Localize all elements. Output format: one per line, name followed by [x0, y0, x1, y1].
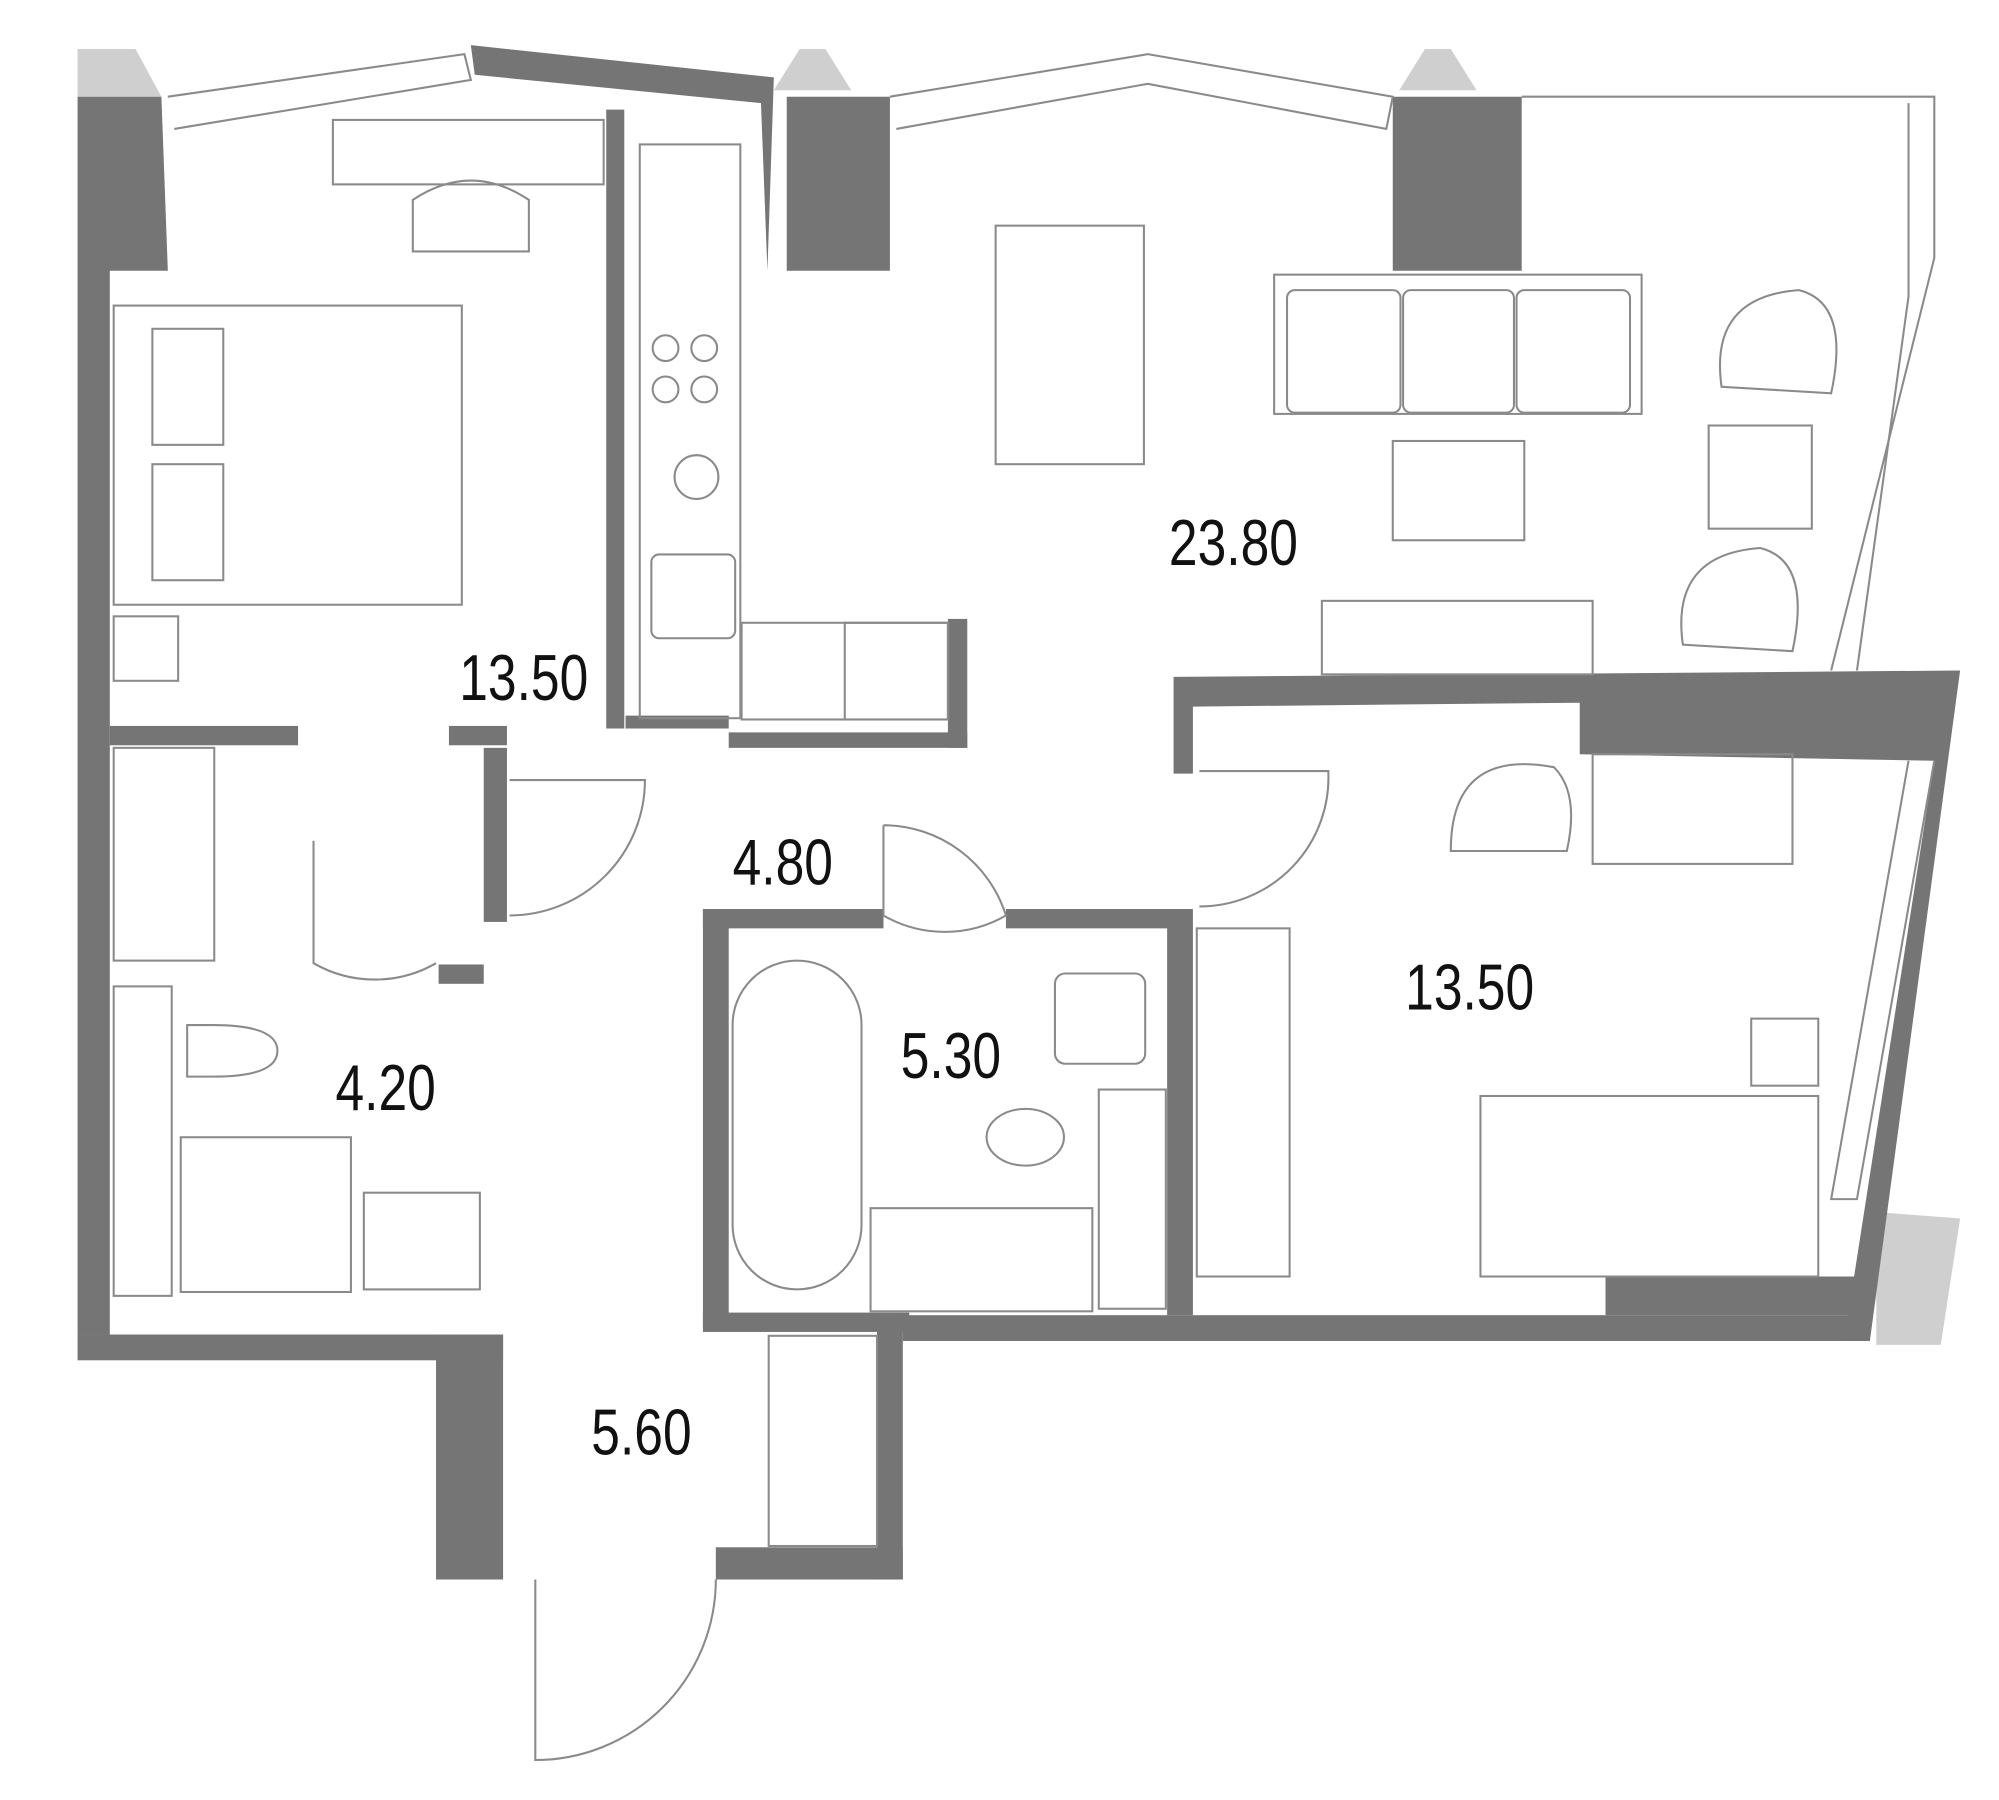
door-icon: [509, 779, 646, 917]
windows: [167, 53, 1936, 1201]
fridge-icon: [843, 621, 949, 721]
sink-icon: [869, 1207, 1094, 1313]
furniture: [112, 118, 1838, 1762]
toilet-icon: [985, 1107, 1066, 1167]
bathtub-icon: [731, 959, 863, 1291]
toilet-icon: [186, 1024, 279, 1078]
area-labels: 13.50 23.80 4.80 13.50 4.20 5.30 5.60: [335, 507, 1534, 1468]
area-hallway: 4.80: [733, 827, 833, 899]
computer-desk-icon: [1591, 753, 1794, 865]
chair-icon: [1449, 763, 1573, 853]
area-entrance-hall: 5.60: [591, 1397, 691, 1469]
sink-icon: [650, 553, 737, 640]
area-bathroom-2: 5.30: [901, 1021, 1001, 1093]
wardrobe-icon: [1195, 927, 1291, 1278]
area-living-kitchen: 23.80: [1169, 507, 1298, 579]
area-bedroom-2: 13.50: [1405, 952, 1534, 1024]
area-bedroom-1: 13.50: [459, 643, 588, 715]
tv-stand-icon: [1320, 599, 1594, 676]
armchair-icon: [1719, 289, 1838, 395]
dining-table-icon: [994, 224, 1145, 466]
sink-icon: [362, 1191, 481, 1291]
exterior-columns: [77, 48, 1961, 1345]
wardrobe-icon: [767, 1334, 879, 1548]
entrance-door-icon: [534, 1579, 717, 1762]
shower-icon: [179, 1136, 352, 1294]
washing-machine-icon: [1053, 972, 1147, 1065]
stove-icon: [651, 334, 680, 363]
bed-icon: [112, 304, 463, 606]
kitchen-counter: [638, 143, 742, 720]
coffee-table-icon: [1391, 439, 1526, 542]
door-icon: [882, 824, 1008, 933]
dishwasher-icon: [673, 454, 720, 501]
door-icon: [312, 840, 437, 981]
bed-icon: [1479, 1094, 1820, 1278]
area-bathroom-1: 4.20: [335, 1053, 435, 1125]
door-icon: [1199, 770, 1330, 908]
walls: [77, 45, 1961, 1580]
wardrobe-icon: [112, 746, 216, 962]
sofa-icon: [1273, 273, 1643, 415]
desk-icon: [331, 118, 605, 186]
chair-icon: [411, 179, 530, 253]
